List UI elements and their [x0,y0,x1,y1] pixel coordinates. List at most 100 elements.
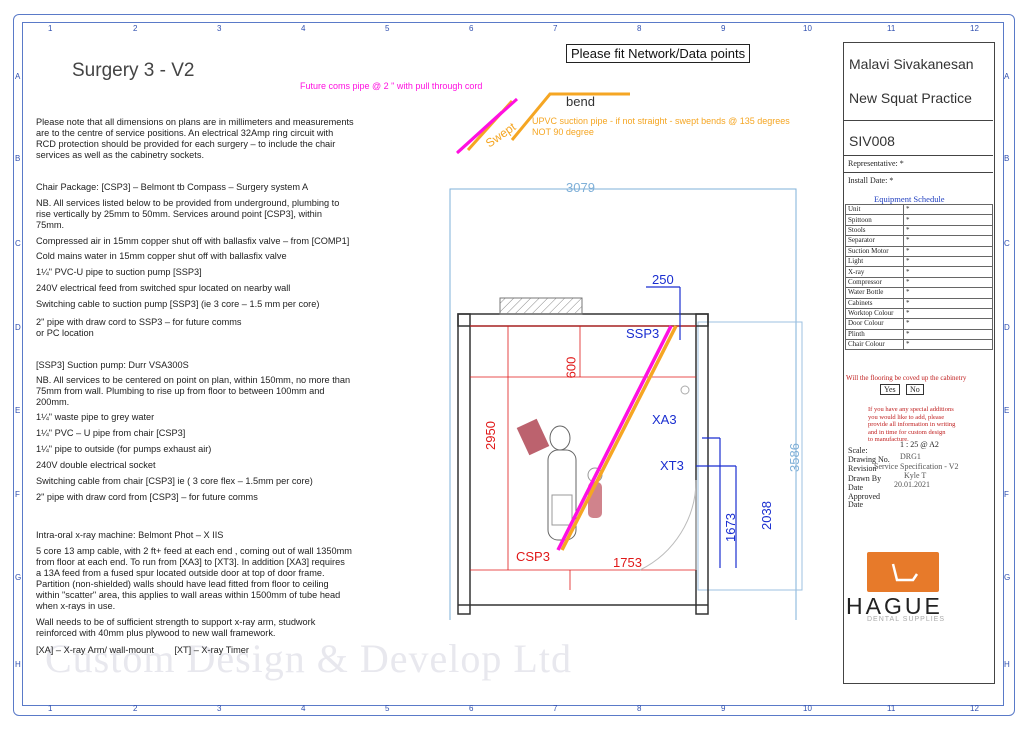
grid-num: 11 [887,704,896,713]
chair-logo-icon [891,563,919,582]
window-hatch [499,297,583,315]
table-row: Cabinets* [845,297,993,309]
chair-item: Cold mains water in 15mm copper shut off… [36,251,287,261]
schedule-label: Spittoon [845,214,904,226]
schedule-label: Compressor [845,276,904,289]
drawing-no: DRG1 [900,452,921,461]
drawn-by-value: Kyle T [904,471,927,480]
table-row: Light* [845,255,993,268]
grid-num: 9 [721,704,726,713]
client-name: Malavi Sivakanesan [849,56,974,72]
schedule-value: * [903,255,993,268]
xray-body: 5 core 13 amp cable, with 2 ft+ feed at … [36,546,352,611]
magenta-pipe-main [556,325,673,551]
schedule-label: Stools [845,224,904,237]
chair-item: 240V electrical feed from switched spur … [36,283,291,293]
schedule-label: Door Colour [845,318,904,330]
grid-num: 3 [217,24,222,33]
future-coms-note: Future coms pipe @ 2 " with pull through… [300,81,483,91]
wall-left [457,313,471,615]
schedule-label: Separator [845,235,904,247]
grid-letter: A [15,72,21,81]
table-row: Worktop Colour* [845,307,993,320]
grid-num: 5 [385,24,390,33]
suction-item: 1¼" waste pipe to grey water [36,412,155,422]
grid-letter: D [15,323,21,332]
tb-divider [843,120,993,121]
schedule-value: * [903,203,993,216]
chair-item: 2" pipe with draw cord to SSP3 – for fut… [36,317,242,338]
approved-label: Approved [848,492,880,501]
chair-nb: NB. All services listed below to be prov… [36,198,340,230]
dim-label-1753: 1753 [613,555,642,570]
equipment-schedule: Unit* Spittoon* Stools* Separator* Sucti… [845,203,993,351]
bend-label: bend [566,94,595,109]
grid-letter: G [1004,573,1011,582]
grid-letter: H [15,660,21,669]
grid-letter: C [1004,239,1010,248]
wall-top [457,313,709,327]
grid-letter: D [1004,323,1010,332]
table-row: Stools* [845,224,993,237]
schedule-value: * [903,287,993,299]
table-row: X-ray* [845,266,993,278]
grid-num: 7 [553,24,558,33]
grid-num: 12 [970,704,979,713]
schedule-label: Cabinets [845,297,904,309]
scale-value: 1 : 25 @ A2 [900,440,939,449]
dim-label-2950: 2950 [482,421,498,450]
grid-num: 1 [48,704,53,713]
suction-item: 1¼" pipe to outside (for pumps exhaust a… [36,444,212,454]
chair-package: Chair Package: [CSP3] – Belmont tb Compa… [36,182,309,192]
brand-sub: DENTAL SUPPLIES [867,616,946,623]
date-value: 20.01.2021 [894,480,930,489]
table-row: Spittoon* [845,214,993,226]
drawing-border-outer [13,14,1015,716]
title-block [843,42,995,684]
hague-logo [867,552,939,592]
grid-num: 8 [637,704,642,713]
upvc-note: UPVC suction pipe - if not straight - sw… [532,116,790,137]
tb-divider [843,172,993,173]
schedule-value: * [903,224,993,237]
drawn-by-label: Drawn By [848,474,882,483]
label-xa3: XA3 [652,412,677,427]
grid-num: 3 [217,704,222,713]
schedule-label: Light [845,255,904,268]
grid-num: 8 [637,24,642,33]
chair-item: 1¼" PVC-U pipe to suction pump [SSP3] [36,267,202,277]
schedule-value: * [903,235,993,247]
grid-num: 11 [887,24,896,33]
schedule-label: Suction Motor [845,245,904,257]
grid-letter: G [15,573,22,582]
suction-item: Switching cable from chair [CSP3] ie ( 3… [36,476,313,486]
wall-note: Wall needs to be of sufficient strength … [36,617,316,638]
xray-title: Intra-oral x-ray machine: Belmont Phot –… [36,530,224,540]
table-row: Unit* [845,203,993,216]
table-row: Water Bottle* [845,287,993,299]
no-button[interactable]: No [906,384,924,395]
network-note-box: Please fit Network/Data points [566,44,751,63]
grid-num: 5 [385,704,390,713]
schedule-title: Equipment Schedule [874,194,945,204]
yes-button[interactable]: Yes [880,384,900,395]
intro-note: Please note that all dimensions on plans… [36,117,354,160]
drawing-no-label: Drawing No. [848,455,890,464]
schedule-value: * [903,297,993,309]
dim-label-3079: 3079 [566,180,595,195]
grid-num: 4 [301,704,306,713]
grid-letter: E [15,406,21,415]
network-note: Please fit Network/Data points [571,46,746,61]
label-xt3: XT3 [660,458,684,473]
orange-pipe-main [560,325,678,551]
suction-title: [SSP3] Suction pump: Durr VSA300S [36,360,189,370]
table-row: Chair Colour* [845,339,993,351]
grid-letter: F [1004,490,1009,499]
representative-field: Representative: * [848,159,904,168]
floor-plan [449,100,803,620]
schedule-value: * [903,245,993,257]
date-label: Date [848,483,864,492]
date2-label: Date [848,500,864,509]
dim-label-600: 600 [563,356,579,379]
grid-num: 9 [721,24,726,33]
